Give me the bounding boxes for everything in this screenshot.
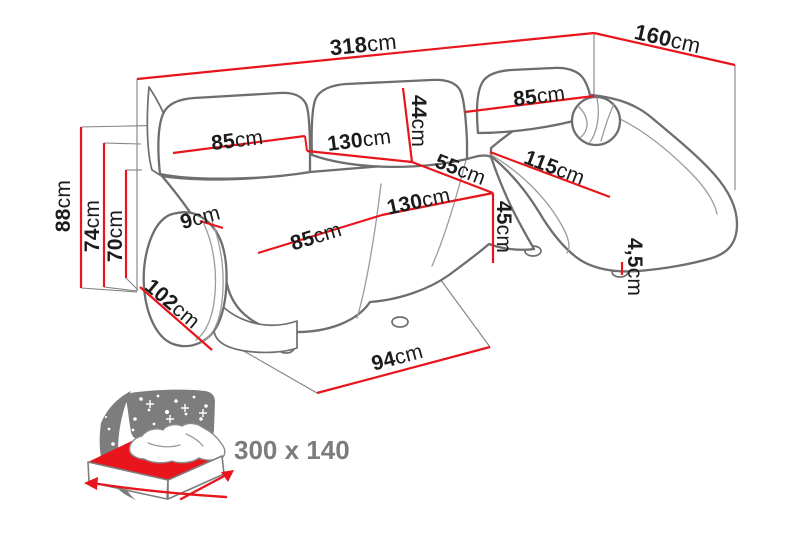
dimension-total-height-label: 88cm	[52, 180, 75, 232]
middle-backrest-cushion	[310, 78, 469, 169]
bolster-seam	[589, 97, 599, 143]
seat-seam-left	[356, 183, 382, 319]
dimension-line-left-seat-width	[257, 213, 383, 255]
dimension-line-chaise-length	[489, 150, 611, 199]
dimension-total-width-label: 318cm	[329, 29, 398, 61]
dimension-backrest-cushion-height-label: 44cm	[407, 95, 430, 147]
dimension-line-corner-seat-width	[411, 160, 494, 195]
sofa-foot	[391, 316, 409, 328]
dimension-leg-height-label: 4,5cm	[623, 238, 646, 296]
left-armrest	[142, 211, 228, 348]
base-block	[213, 296, 298, 354]
dimension-line-left-backrest-width	[172, 134, 306, 155]
armrest-rim-outer	[200, 220, 224, 344]
dimension-line-backrest-cushion-height	[401, 87, 414, 163]
bolster-pillow	[570, 95, 622, 147]
dimension-right-side-depth-label: 160cm	[632, 19, 703, 58]
dimension-line-right-backrest-width	[464, 94, 595, 114]
dimension-armrest-height-label: 70cm	[104, 210, 127, 262]
dimension-right-backrest-width-label: 85cm	[512, 82, 567, 111]
dimension-line-middle-seat-width	[381, 191, 494, 217]
dimension-line-front-depth	[316, 345, 491, 395]
right-backrest-cushion	[475, 66, 594, 135]
dimension-front-depth-label: 94cm	[369, 340, 425, 376]
height-74-bottom-tick	[103, 286, 138, 292]
dimension-line-connector	[304, 135, 308, 152]
chaise-seat-edge	[489, 153, 570, 254]
blanket-fold	[147, 442, 181, 448]
dimension-backrest-height-label: 74cm	[81, 200, 104, 252]
bed-size-label: 300 x 140	[234, 435, 350, 465]
height-74-top-tick	[103, 142, 142, 145]
seat-seam-right	[431, 159, 467, 267]
bed-sleeping-function-icon: 300 x 140	[84, 389, 350, 501]
bed-depth-arrow	[179, 472, 230, 501]
dimension-line-armrest-top-width	[199, 219, 224, 230]
seat-body	[160, 154, 536, 334]
dimension-middle-backrest-width-label: 130cm	[326, 125, 392, 156]
bed-depth-arrowhead	[221, 470, 234, 482]
dimension-line-middle-backrest-width	[306, 149, 413, 164]
height-88-bottom-tick	[80, 287, 138, 293]
bolster-seam	[600, 103, 615, 142]
dimension-line-left-side-depth	[139, 286, 213, 351]
height-70-bottom-tick	[125, 277, 139, 291]
bed-width-arrow	[90, 481, 228, 499]
dimension-lines	[79, 31, 736, 395]
bolster-seam	[577, 105, 588, 138]
chaise-back-seam	[597, 109, 718, 215]
bed-width-arrowhead	[84, 477, 98, 490]
dimension-line-total-width	[136, 31, 595, 81]
armrest-rim-inner	[195, 223, 217, 341]
chaise-module	[489, 93, 739, 273]
dimension-line-right-side-depth	[593, 31, 736, 67]
dimension-left-backrest-width-label: 85cm	[210, 126, 265, 155]
bed-blanket	[128, 422, 226, 464]
blanket-fold	[185, 433, 204, 447]
dimension-seat-depth-label: 45cm	[492, 201, 515, 253]
left-backrest-cushion	[157, 91, 312, 180]
sofa-drawing	[142, 66, 739, 354]
